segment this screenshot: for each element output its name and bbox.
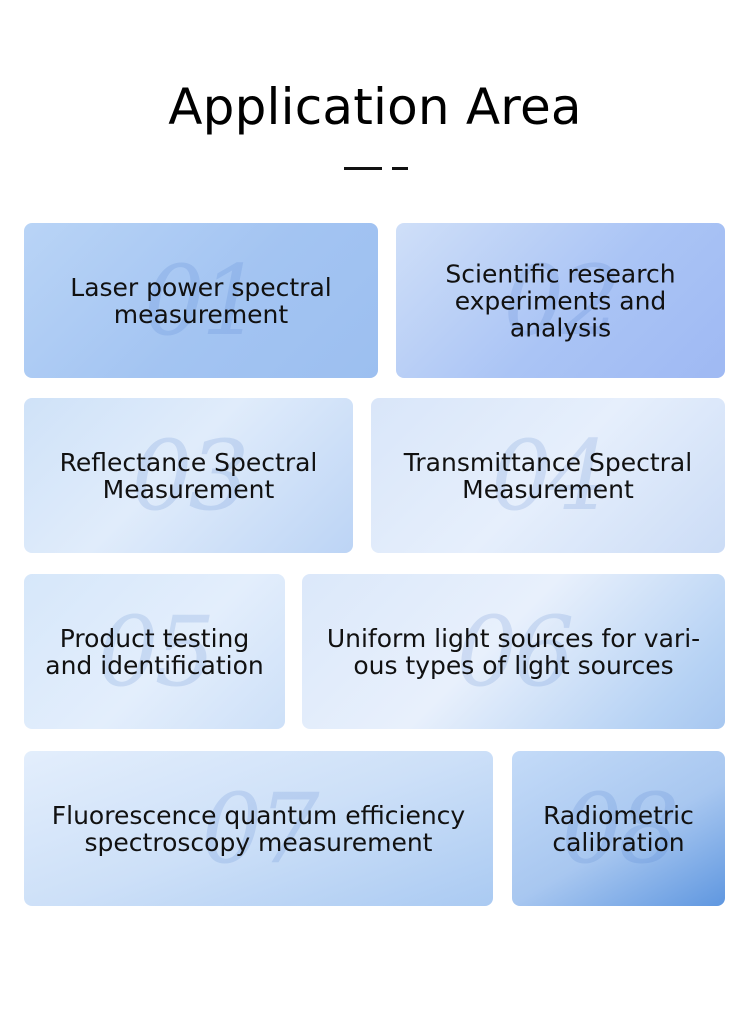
card-label: Fluorescence quantum efficiency spectros…	[51, 800, 466, 857]
card-label: Scientific research experiments and anal…	[445, 259, 676, 342]
card-label: Uniform light sources for vari- ous type…	[326, 623, 701, 680]
application-card-uniform-light-sources: 06 Uniform light sources for vari- ous t…	[302, 574, 725, 729]
title-divider-short	[392, 167, 408, 170]
card-label: Laser power spectral measurement	[70, 272, 332, 329]
card-label: Reflectance Spectral Measurement	[59, 447, 318, 504]
card-label: Radiometric calibration	[543, 800, 694, 857]
page-title: Application Area	[168, 78, 582, 136]
card-label: Transmittance Spectral Measurement	[403, 447, 693, 504]
application-card-transmittance: 04 Transmittance Spectral Measurement	[371, 398, 725, 553]
application-card-radiometric-calibration: 08 Radiometric calibration	[512, 751, 725, 906]
application-card-fluorescence: 07 Fluorescence quantum efficiency spect…	[24, 751, 493, 906]
application-card-product-testing: 05 Product testing and identification	[24, 574, 285, 729]
title-divider-long	[344, 167, 382, 170]
application-card-scientific-research: 02 Scientific research experiments and a…	[396, 223, 725, 378]
card-label: Product testing and identification	[45, 623, 264, 680]
application-card-laser-power: 01 Laser power spectral measurement	[24, 223, 378, 378]
application-card-reflectance: 03 Reflectance Spectral Measurement	[24, 398, 353, 553]
